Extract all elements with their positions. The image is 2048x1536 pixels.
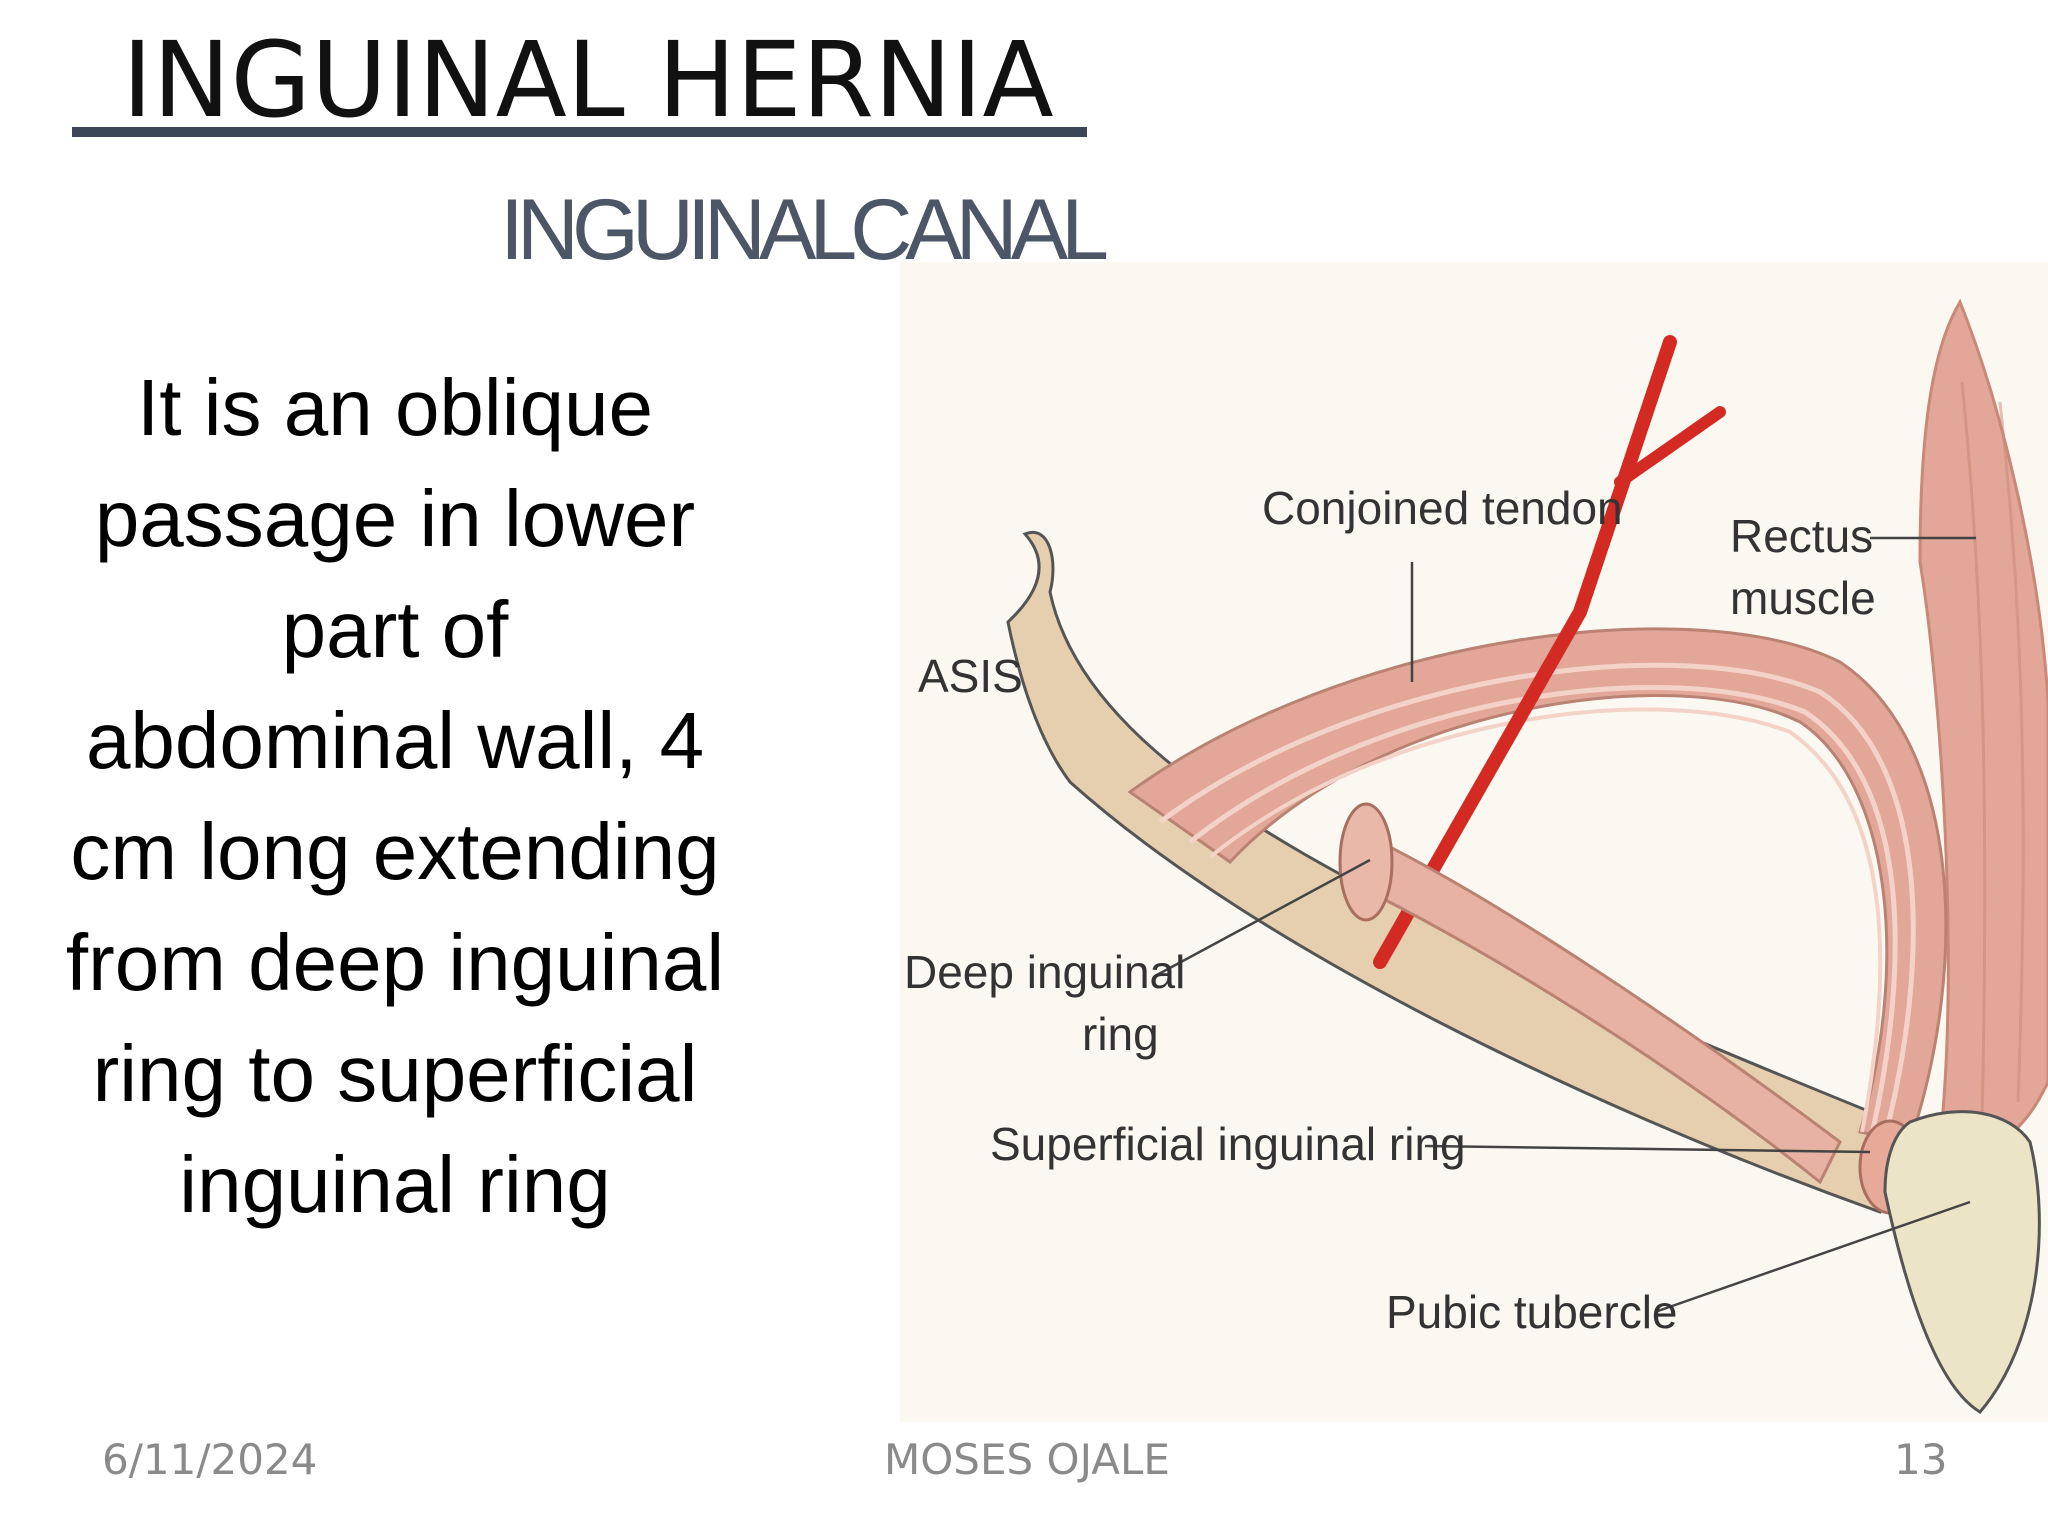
- label-muscle: muscle: [1730, 572, 1876, 624]
- leader-deep-ring: [1154, 858, 1371, 978]
- label-pubic-tubercle: Pubic tubercle: [1386, 1286, 1678, 1338]
- body-line: part of: [281, 585, 509, 674]
- inguinal-canal-diagram: Conjoined tendon Rectus muscle ASIS Deep…: [900, 262, 2048, 1422]
- body-text: It is an oblique passage in lower part o…: [0, 352, 790, 1240]
- body-line: passage in lower: [94, 474, 696, 563]
- slide-title: INGUINAL HERNIA: [122, 19, 1054, 141]
- footer-date: 6/11/2024: [102, 1435, 318, 1484]
- body-line: from deep inguinal: [65, 918, 725, 1007]
- footer-page-number: 13: [1894, 1435, 1948, 1484]
- label-asis: ASIS: [918, 650, 1023, 702]
- label-superficial-inguinal-ring: Superficial inguinal ring: [990, 1118, 1466, 1170]
- leader-superficial-ring: [1424, 1144, 1871, 1154]
- footer-author: MOSES OJALE: [884, 1435, 1170, 1484]
- label-rectus: Rectus: [1730, 510, 1873, 562]
- label-conjoined-tendon: Conjoined tendon: [1262, 482, 1623, 534]
- label-ring: ring: [1082, 1008, 1159, 1060]
- body-line: inguinal ring: [179, 1140, 611, 1229]
- pubic-tubercle: [1883, 1110, 2041, 1414]
- body-line: cm long extending: [70, 807, 720, 896]
- label-deep-inguinal: Deep inguinal: [904, 946, 1185, 998]
- leader-pubic-tubercle: [1654, 1200, 1971, 1314]
- body-line: ring to superficial: [92, 1029, 698, 1118]
- spermatic-cord: [1358, 839, 1842, 1185]
- body-line: abdominal wall, 4: [85, 696, 705, 785]
- inferior-epigastric-artery: [1373, 335, 1677, 969]
- diagram-background: [900, 262, 2048, 1422]
- body-line: It is an oblique: [137, 363, 653, 452]
- title-underline: [72, 127, 1087, 137]
